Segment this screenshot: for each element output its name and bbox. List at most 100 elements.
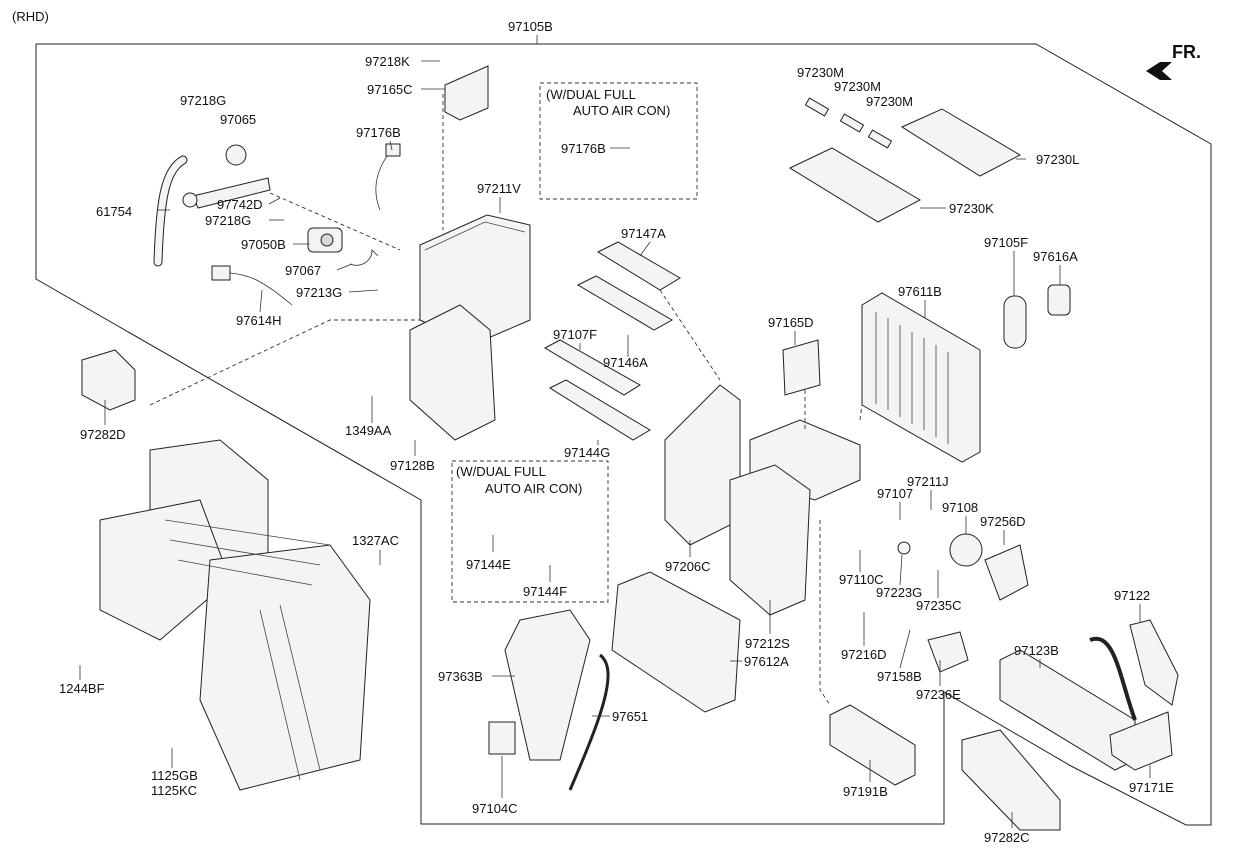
- note-lower-line-2: AUTO AIR CON): [485, 481, 582, 496]
- air-filter-drawing: [829, 704, 916, 786]
- variant-label: (RHD): [12, 9, 49, 24]
- aspirator-drawing: [182, 144, 271, 209]
- upper-case-drawing: [409, 214, 531, 441]
- note-box-lower: [451, 460, 609, 603]
- part-label: 97144G: [564, 445, 610, 460]
- part-label: 97363B: [438, 669, 483, 684]
- part-label: 97176B: [356, 125, 401, 140]
- part-label: 97206C: [665, 559, 711, 574]
- pipe-bracket-drawing: [1109, 711, 1173, 771]
- bracket-drawing: [444, 65, 489, 121]
- part-label: 97230M: [834, 79, 881, 94]
- note-box-upper: [539, 82, 698, 200]
- gasket-drawing: [1003, 295, 1027, 349]
- note-upper-line-2: AUTO AIR CON): [573, 103, 670, 118]
- part-label: 97108: [942, 500, 978, 515]
- part-label: 1349AA: [345, 423, 392, 438]
- tray-drawing: [611, 571, 741, 713]
- wiring-drawing: [375, 151, 391, 211]
- part-label: 97165C: [367, 82, 413, 97]
- part-label: 97218K: [365, 54, 410, 69]
- part-label: 97176B: [561, 141, 606, 156]
- part-label: 97165D: [768, 315, 814, 330]
- part-label: 97213G: [296, 285, 342, 300]
- part-label: 97282C: [984, 830, 1030, 845]
- mid-case-drawing: [664, 384, 741, 546]
- part-label: 1125GB: [151, 768, 198, 783]
- part-label: 97235C: [916, 598, 962, 613]
- note-upper-line-1: (W/DUAL FULL: [546, 87, 636, 102]
- evaporator-drawing: [861, 292, 981, 463]
- part-label: 97128B: [390, 458, 435, 473]
- part-label: 97230M: [866, 94, 913, 109]
- leader-lines: [79, 60, 1151, 828]
- part-label: 97104C: [472, 801, 518, 816]
- part-label: 97236E: [916, 687, 961, 702]
- actuator-236e-drawing: [927, 631, 969, 673]
- part-label: 1125KC: [151, 783, 197, 798]
- part-label: 97191B: [843, 784, 888, 799]
- part-label: 97230M: [797, 65, 844, 80]
- part-label: 97611B: [898, 284, 942, 299]
- part-label: 97122: [1114, 588, 1150, 603]
- heater-bracket-drawing: [1129, 619, 1179, 706]
- assembly-number: 97105B: [508, 19, 553, 34]
- note-lower-line-1: (W/DUAL FULL: [456, 464, 546, 479]
- duct-drawing: [504, 609, 591, 761]
- hvac-assembly-drawing: [99, 439, 371, 791]
- part-label: 97216D: [841, 647, 887, 662]
- doors-drawing: [543, 241, 681, 441]
- lower-duct-drawing: [81, 349, 136, 411]
- part-label: 97146A: [603, 355, 648, 370]
- plate-drawing: [782, 339, 821, 396]
- part-label: 97212S: [745, 636, 790, 651]
- part-label: 97230K: [949, 201, 994, 216]
- part-label: 97218G: [180, 93, 226, 108]
- direction-label: FR.: [1172, 42, 1201, 62]
- part-label: 97211V: [477, 181, 521, 196]
- part-label: 1244BF: [59, 681, 105, 696]
- right-case-drawing: [729, 419, 861, 616]
- part-label: 97050B: [241, 237, 286, 252]
- actuator-108-drawing: [949, 533, 983, 567]
- drain-gasket-drawing: [488, 721, 516, 755]
- part-label: 61754: [96, 204, 132, 219]
- filters-drawing: [788, 97, 1022, 223]
- part-label: 1327AC: [352, 533, 399, 548]
- part-label: 97065: [220, 112, 256, 127]
- actuator-256d-drawing: [984, 544, 1029, 601]
- part-label: 97067: [285, 263, 321, 278]
- drain-hose-drawing: [568, 653, 610, 791]
- assembly-frame: [35, 43, 1212, 826]
- part-label: 97218G: [205, 213, 251, 228]
- front-arrow-icon: [1146, 62, 1172, 80]
- part-label: 97110C: [839, 572, 884, 587]
- part-label: 97282D: [80, 427, 126, 442]
- clip-drawing: [349, 249, 379, 266]
- part-label: 97211J: [907, 474, 949, 489]
- part-label: 97171E: [1129, 780, 1174, 795]
- part-label: 97256D: [980, 514, 1026, 529]
- part-label: 97742D: [217, 197, 263, 212]
- part-label: 97616A: [1033, 249, 1078, 264]
- part-label: 97107F: [553, 327, 597, 342]
- part-label: 97223G: [876, 585, 922, 600]
- part-label: 97144F: [523, 584, 567, 599]
- part-label: 97230L: [1036, 152, 1079, 167]
- part-label: 97614H: [236, 313, 282, 328]
- part-labels: 97218K 97165C 97176B 97218G 97065 61754 …: [59, 54, 1174, 845]
- part-label: 97158B: [877, 669, 922, 684]
- part-label: 97105F: [984, 235, 1028, 250]
- sensor-drawing: [211, 265, 293, 306]
- part-label: 97612A: [744, 654, 789, 669]
- part-label: 97147A: [621, 226, 666, 241]
- part-label: 97144E: [466, 557, 511, 572]
- rear-duct-drawing: [961, 729, 1061, 831]
- seal-drawing: [1047, 284, 1071, 316]
- part-label: 97123B: [1014, 643, 1059, 658]
- part-label: 97651: [612, 709, 648, 724]
- part-label: 97107: [877, 486, 913, 501]
- hose-drawing: [153, 155, 188, 267]
- actuator-drawing: [307, 227, 343, 253]
